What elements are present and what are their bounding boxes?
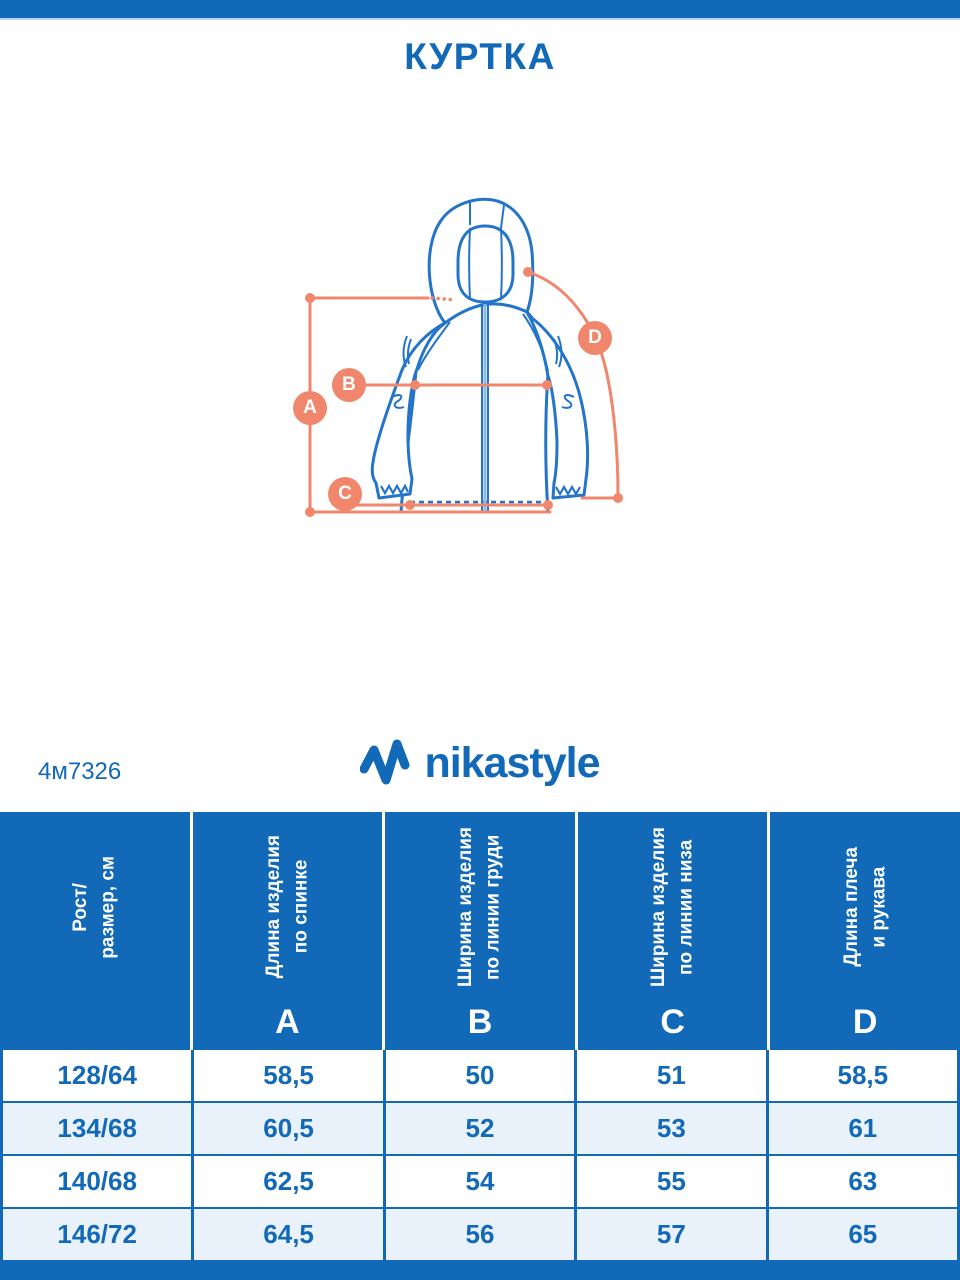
size-cell: 128/64 — [3, 1050, 192, 1101]
right-cuff-zigzag — [555, 484, 581, 497]
gather-marks — [391, 394, 575, 409]
chest-slit-marks — [402, 335, 563, 368]
size-cell: 146/72 — [3, 1209, 192, 1260]
table-row: 128/64 58,5 50 51 58,5 — [0, 1050, 960, 1101]
hood-seams — [469, 201, 505, 229]
value-cell: 57 — [577, 1209, 766, 1260]
value-cell: 61 — [768, 1103, 957, 1154]
table-header-row: Рост/ размер, см Длина изделия по спинке… — [0, 812, 960, 1050]
marker-d: D — [578, 321, 612, 355]
header-size: Рост/ размер, см — [0, 812, 190, 1050]
hood-opening — [456, 224, 515, 304]
header-size-label: Рост/ размер, см — [70, 855, 119, 959]
value-cell: 56 — [385, 1209, 575, 1260]
marker-c: C — [328, 477, 362, 511]
measure-a-top-dotted — [430, 296, 458, 302]
header-a-letter: A — [275, 1003, 300, 1041]
value-cell: 53 — [577, 1103, 766, 1154]
header-b-label: Ширина изделия по линии груди — [455, 827, 504, 987]
header-b-letter: B — [467, 1003, 493, 1041]
marker-a: A — [293, 391, 327, 425]
value-cell: 52 — [385, 1103, 575, 1154]
brand-mark-icon — [360, 739, 410, 785]
brand-name: nikastyle — [424, 738, 600, 787]
size-cell: 140/68 — [3, 1156, 192, 1207]
table-row: 140/68 62,5 54 55 63 — [0, 1156, 960, 1207]
value-cell: 51 — [577, 1050, 766, 1101]
table-body: 128/64 58,5 50 51 58,5 134/68 60,5 52 53… — [0, 1050, 960, 1263]
value-cell: 55 — [577, 1156, 766, 1207]
header-a-label: Длина изделия по спинке — [262, 835, 312, 979]
value-cell: 50 — [385, 1050, 575, 1101]
right-sleeve — [525, 310, 590, 500]
brand-logo: nikastyle — [0, 733, 960, 793]
value-cell: 60,5 — [194, 1103, 383, 1154]
jacket-drawing-svg — [305, 197, 623, 517]
left-sleeve — [370, 321, 447, 500]
shoulder-seams — [417, 313, 549, 372]
page-title: КУРТКА — [404, 36, 556, 77]
table-row: 146/72 64,5 56 57 65 — [0, 1209, 960, 1260]
zipper-lines — [481, 304, 489, 512]
value-cell: 58,5 — [768, 1050, 957, 1101]
header-d: Длина плеча и рукава D — [770, 812, 960, 1050]
value-cell: 65 — [768, 1209, 957, 1260]
hood-opening-seams — [468, 227, 503, 301]
value-cell: 64,5 — [194, 1209, 383, 1260]
table-row: 134/68 60,5 52 53 61 — [0, 1103, 960, 1154]
header-c-letter: C — [660, 1003, 685, 1041]
header-d-label: Длина плеча и рукава — [840, 847, 890, 967]
article-number: 4м7326 — [38, 758, 122, 785]
header-a: Длина изделия по спинке A — [192, 812, 383, 1050]
marker-b: B — [332, 368, 366, 402]
left-cuff-zigzag — [380, 483, 409, 496]
header-b: Ширина изделия по линии груди B — [385, 812, 575, 1050]
value-cell: 58,5 — [194, 1050, 383, 1101]
measurement-dots — [305, 267, 623, 517]
size-table: Рост/ размер, см Длина изделия по спинке… — [0, 812, 960, 1263]
top-blue-bar — [0, 0, 960, 20]
jacket-measurement-diagram — [280, 190, 680, 540]
jacket-body — [399, 302, 550, 514]
value-cell: 54 — [385, 1156, 575, 1207]
measure-d-curve — [526, 270, 620, 498]
header-c-label: Ширина изделия по линии низа — [648, 827, 697, 987]
bottom-blue-bar — [0, 1263, 960, 1280]
value-cell: 63 — [768, 1156, 957, 1207]
header-c: Ширина изделия по линии низа C — [577, 812, 768, 1050]
value-cell: 62,5 — [194, 1156, 383, 1207]
size-cell: 134/68 — [3, 1103, 192, 1154]
header-d-letter: D — [852, 1003, 878, 1041]
